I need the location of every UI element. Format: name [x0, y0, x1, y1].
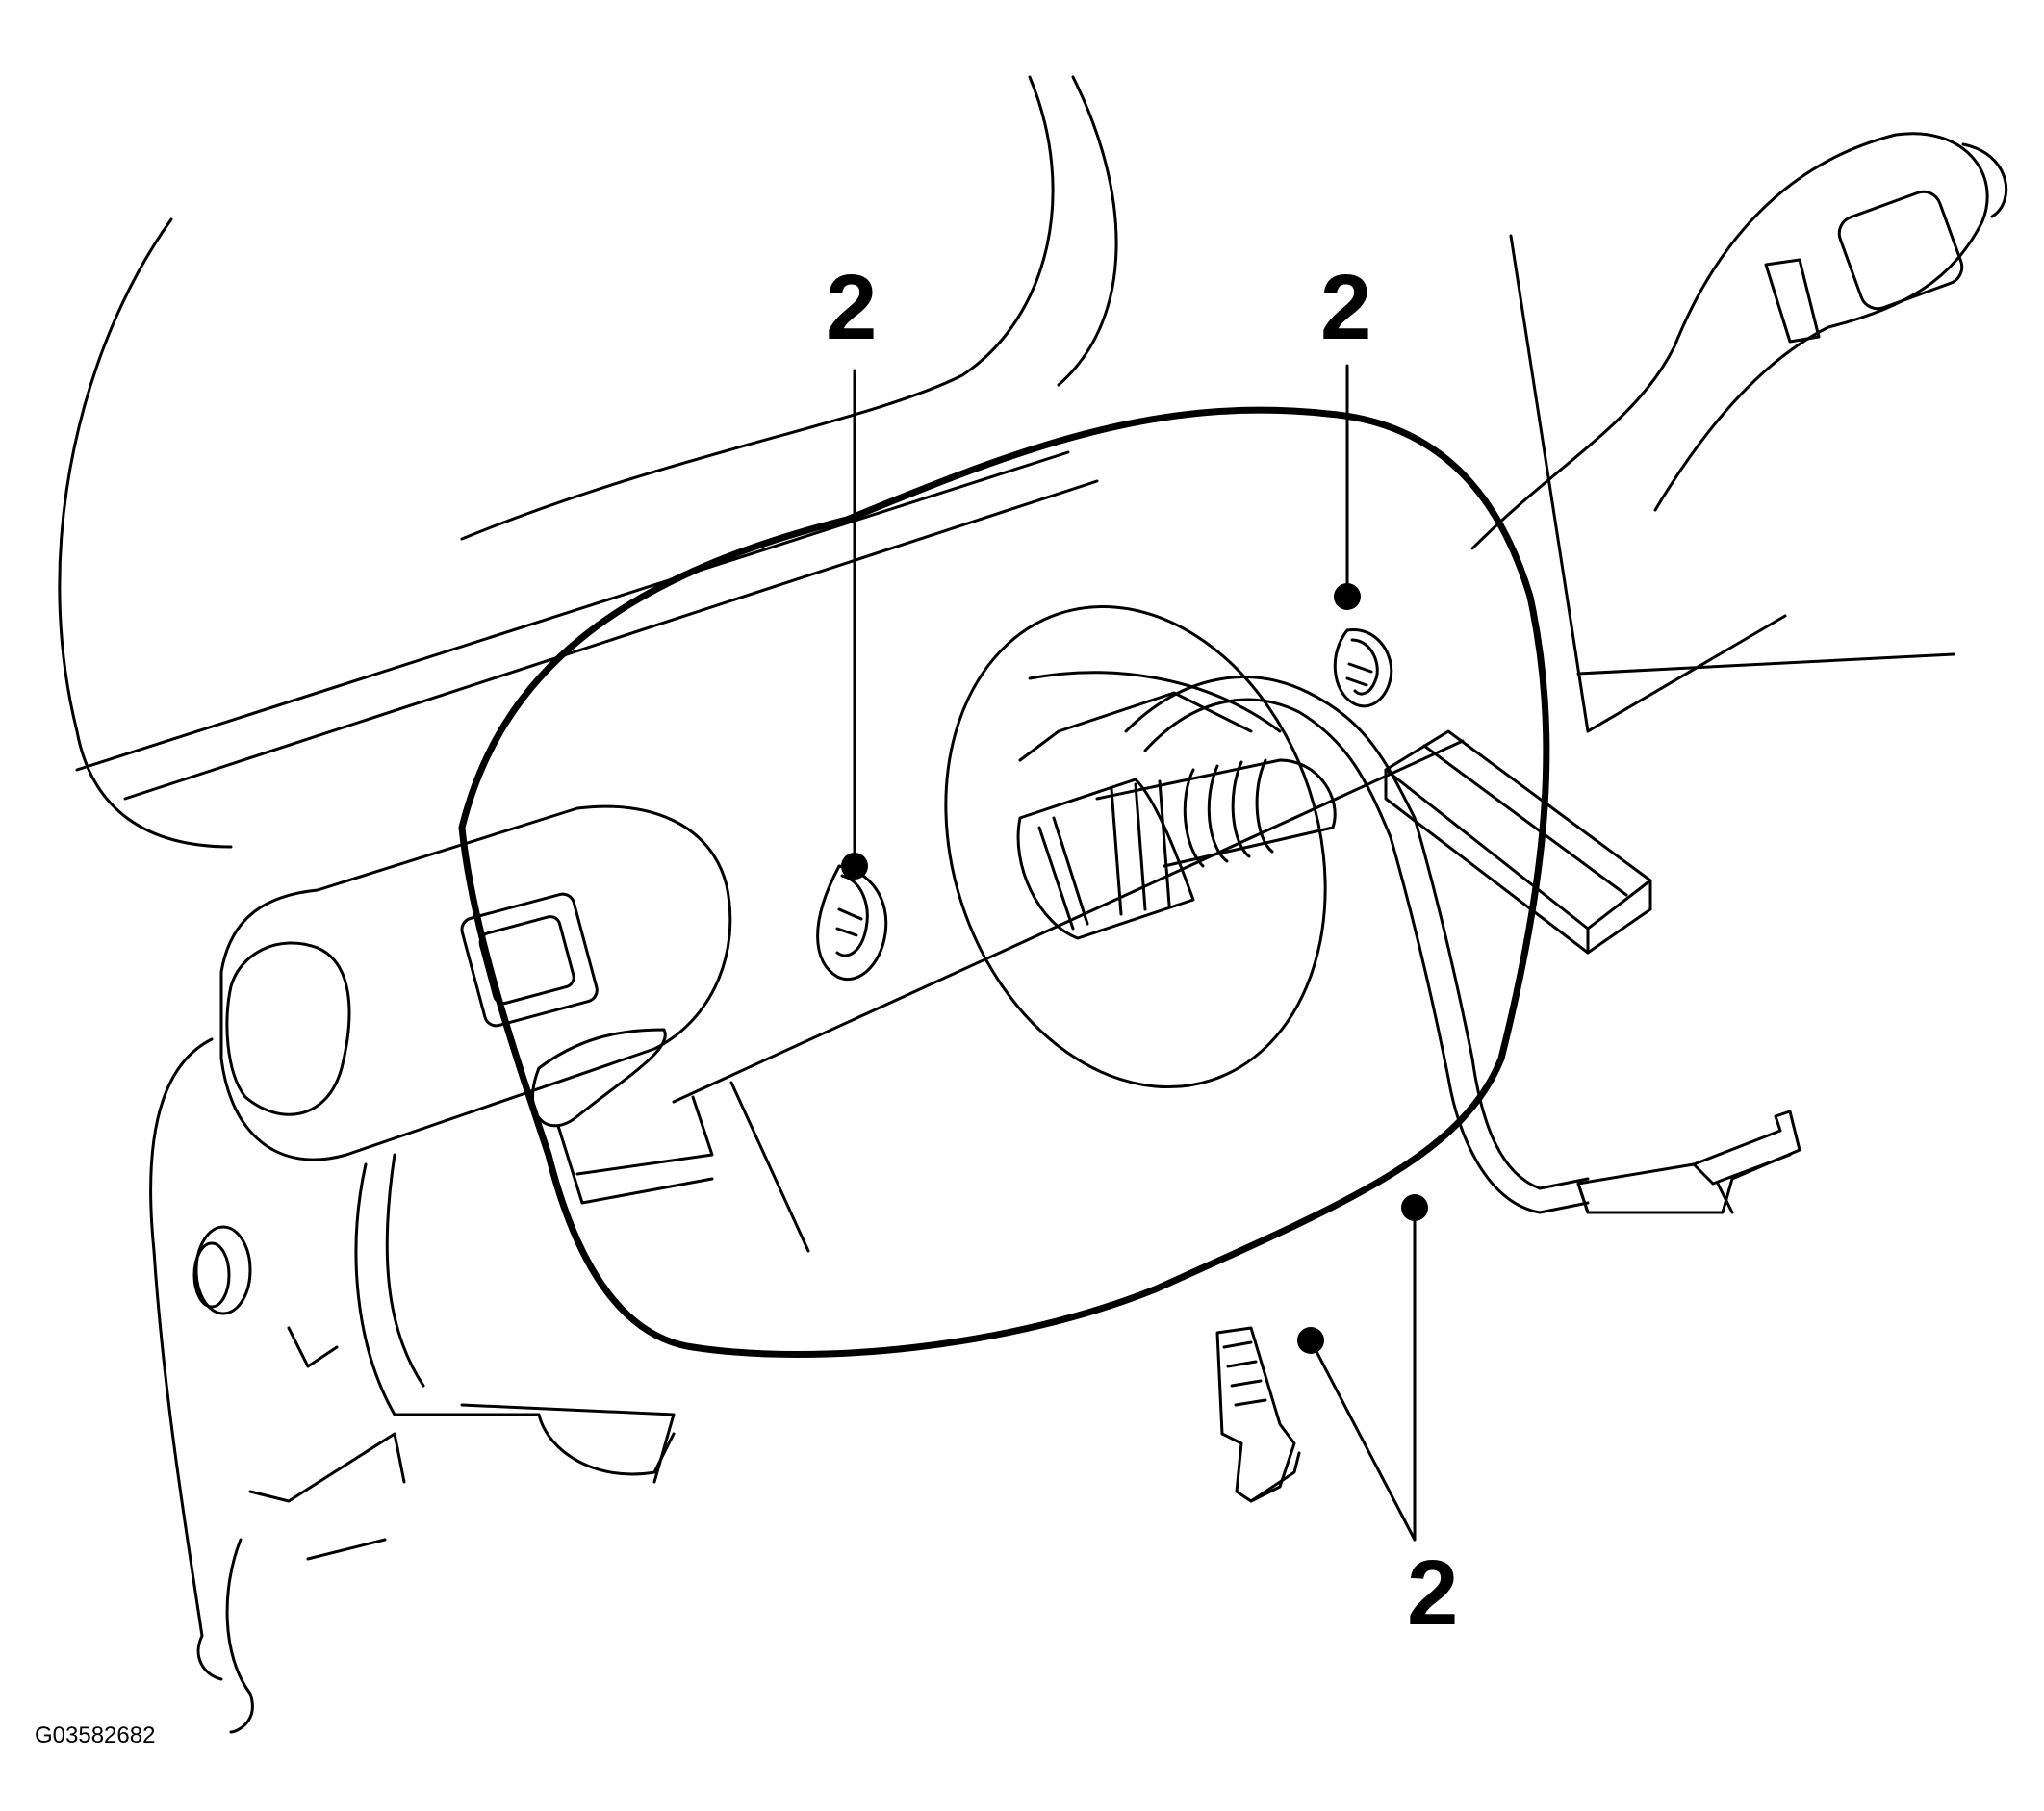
splined-shaft [1016, 758, 1337, 940]
clock-spring-rotor [944, 604, 1327, 1089]
figure-id: G03582682 [35, 1722, 156, 1748]
callout-label-upper-left: 2 [826, 256, 878, 359]
callout-label-upper-right: 2 [1320, 256, 1372, 359]
upper-right-screw [1333, 364, 1393, 708]
lower-harness-connector [1576, 1110, 1801, 1214]
callout-label-lower: 2 [1407, 1542, 1459, 1645]
upper-left-screw [816, 369, 888, 982]
upper-harness-connector [1384, 729, 1652, 955]
lower-screw [1215, 1194, 1428, 1542]
clock-spring-housing [458, 406, 1550, 1358]
column-shroud-trim [58, 75, 1118, 849]
clock-spring-harness [1124, 676, 1590, 1214]
right-switch-stalk [1470, 132, 2008, 733]
left-switch-stalk [219, 804, 732, 1205]
steering-column-bracket [149, 1037, 676, 1734]
